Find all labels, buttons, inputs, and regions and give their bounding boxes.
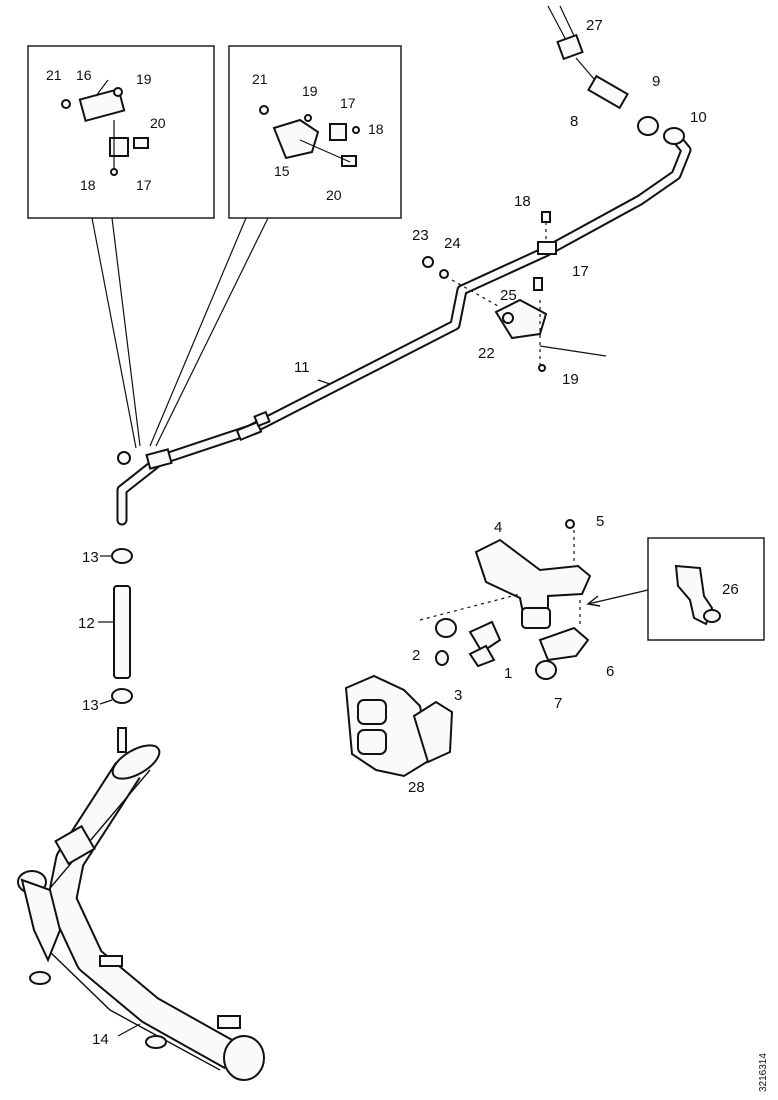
- label-13: 13: [82, 549, 99, 566]
- label-19: 19: [562, 371, 579, 388]
- callout-leaders: [98, 345, 607, 1037]
- label-26: 26: [722, 581, 739, 598]
- label-1: 1: [504, 665, 512, 682]
- label-17: 17: [340, 95, 356, 111]
- label-20: 20: [326, 187, 342, 203]
- inset-bracket-detail-left: [27, 45, 215, 219]
- thermostat-housing-28: [344, 674, 454, 778]
- label-10: 10: [690, 109, 707, 126]
- bracket-assembly-4: [419, 519, 592, 680]
- label-19: 19: [302, 83, 318, 99]
- label-3: 3: [454, 687, 462, 704]
- inset-bracket-detail-26: [586, 537, 765, 641]
- label-11: 11: [294, 359, 310, 376]
- callout-labels: 21 16 19 20 18 17 21 19 17 18 15 20 27 9…: [46, 17, 739, 1048]
- lower-pipe-14: [17, 744, 265, 1081]
- label-19: 19: [136, 71, 152, 87]
- inset-leader-lines: [91, 217, 269, 449]
- label-27: 27: [586, 17, 603, 34]
- label-23: 23: [412, 227, 429, 244]
- label-21: 21: [46, 67, 62, 83]
- label-15: 15: [274, 163, 290, 179]
- label-18: 18: [514, 193, 531, 210]
- label-17: 17: [136, 177, 152, 193]
- label-28: 28: [408, 779, 425, 796]
- label-25: 25: [500, 287, 517, 304]
- label-13: 13: [82, 697, 99, 714]
- label-24: 24: [444, 235, 461, 252]
- upper-hose-connector: [547, 5, 685, 145]
- label-2: 2: [412, 647, 420, 664]
- label-14: 14: [92, 1031, 109, 1048]
- label-17: 17: [572, 263, 589, 280]
- label-6: 6: [606, 663, 614, 680]
- label-4: 4: [494, 519, 502, 536]
- label-7: 7: [554, 695, 562, 712]
- label-5: 5: [596, 513, 604, 530]
- label-12: 12: [78, 615, 95, 632]
- pipe-bracket-22: [422, 211, 551, 372]
- label-20: 20: [150, 115, 166, 131]
- hose-12: [111, 548, 133, 753]
- drawing-code: 3216314: [758, 1053, 769, 1092]
- label-8: 8: [570, 113, 578, 130]
- coolant-pipe-11: [116, 132, 692, 526]
- label-18: 18: [368, 121, 384, 137]
- label-21: 21: [252, 71, 268, 87]
- label-9: 9: [652, 73, 660, 90]
- label-18: 18: [80, 177, 96, 193]
- label-22: 22: [478, 345, 495, 362]
- inset-bracket-detail-right: [228, 45, 402, 219]
- small-parts-1-2-3: [435, 618, 502, 668]
- label-16: 16: [76, 67, 92, 83]
